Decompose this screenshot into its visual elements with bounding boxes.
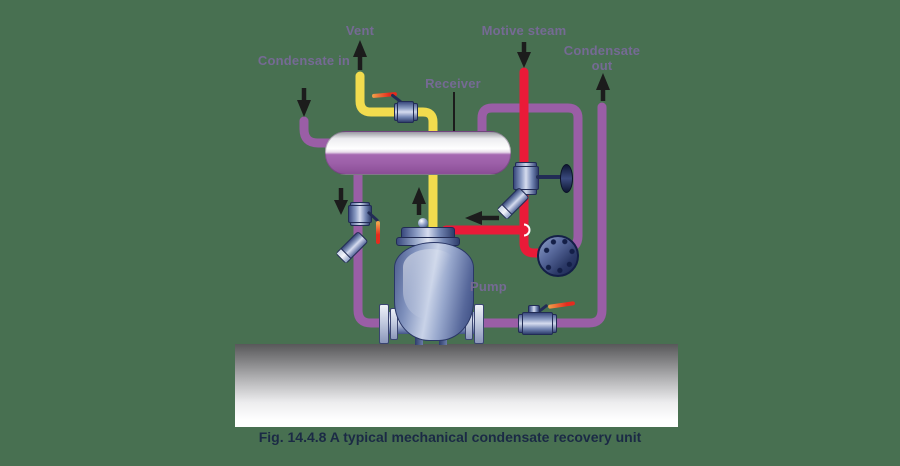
vent-valve-body <box>397 101 414 123</box>
pump-unit <box>375 216 490 346</box>
base-cylinder <box>235 344 678 427</box>
flow-arrow-condensate-out <box>596 73 610 101</box>
flow-arrows <box>297 40 610 225</box>
pump-flange-left-outer <box>379 304 389 344</box>
label-condensate-in: Condensate in <box>257 53 351 68</box>
disc-check-valve <box>537 235 579 277</box>
flow-arrow-vent <box>353 40 367 70</box>
label-receiver: Receiver <box>425 76 481 91</box>
figure-caption: Fig. 14.4.8 A typical mechanical condens… <box>258 429 642 445</box>
pump-inlet-valve <box>336 198 386 248</box>
flow-arrow-pump-exhaust <box>412 187 426 215</box>
pipe-tee-joint <box>523 223 531 237</box>
label-motive-steam: Motive steam <box>481 23 567 38</box>
discharge-valve-lever <box>547 301 576 309</box>
flow-arrow-steam-to-pump <box>465 211 499 225</box>
pump-flange-right-outer <box>474 304 484 344</box>
label-condensate-out: Condensate out <box>563 43 641 73</box>
pipe-motive-steam <box>519 67 553 258</box>
receiver-leader-line <box>453 92 455 131</box>
pipe-condensate-in <box>299 116 339 148</box>
motive-valve-stem <box>536 175 563 179</box>
motive-isolation-valve <box>508 160 578 196</box>
flow-arrow-condensate-in <box>297 88 311 117</box>
steam-pipes <box>441 67 553 258</box>
discharge-valve <box>515 296 585 338</box>
motive-valve-handwheel <box>560 164 573 193</box>
flow-arrow-receiver-to-pump <box>334 188 348 215</box>
discharge-valve-body <box>522 312 553 335</box>
pump-body-highlight <box>403 249 458 319</box>
flow-arrow-motive-steam <box>517 42 531 68</box>
label-vent: Vent <box>345 23 375 38</box>
inlet-valve-lever <box>376 221 380 244</box>
motive-valve-body <box>513 166 539 190</box>
pump-float-knob <box>418 218 428 228</box>
label-pump: Pump <box>470 279 507 294</box>
pump-body <box>394 242 474 341</box>
receiver-vessel <box>325 131 511 175</box>
vent-valve <box>368 88 420 126</box>
